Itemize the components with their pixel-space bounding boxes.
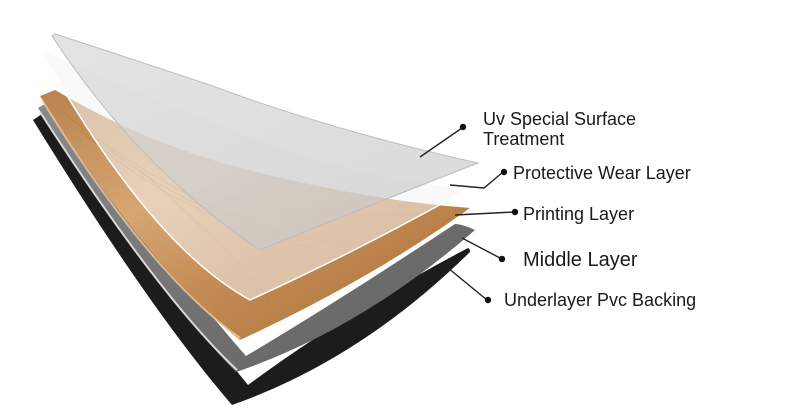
leader-dots (459, 123, 519, 304)
printing-layer-edge (41, 99, 241, 339)
label-underlayer-pvc-backing: Underlayer Pvc Backing (504, 290, 697, 310)
dot-wear (500, 168, 508, 176)
dot-uv (459, 123, 467, 131)
uv-surface-treatment-sheet (51, 33, 480, 251)
leader-uv (419, 127, 463, 158)
label-middle-layer: Middle Layer (523, 249, 638, 271)
leader-middle (461, 237, 501, 259)
label-printing-layer: Printing Layer (523, 204, 635, 224)
underlayer-pvc-backing-sheet (33, 112, 470, 405)
dot-under (484, 296, 492, 304)
leader-under (447, 267, 488, 301)
leader-wear (449, 171, 504, 189)
leader-lines (419, 127, 515, 301)
label-uv-line1: Uv Special Surface (483, 109, 637, 129)
leader-print (454, 211, 515, 216)
label-protective-wear-layer: Protective Wear Layer (513, 163, 691, 183)
dot-middle (498, 255, 506, 263)
dot-print (511, 208, 519, 216)
middle-layer-edge (39, 111, 238, 371)
middle-layer-sheet (38, 100, 475, 372)
label-uv-special-surface-treatment: Uv Special Surface Treatment (483, 109, 637, 150)
label-uv-line2: Treatment (483, 128, 565, 149)
